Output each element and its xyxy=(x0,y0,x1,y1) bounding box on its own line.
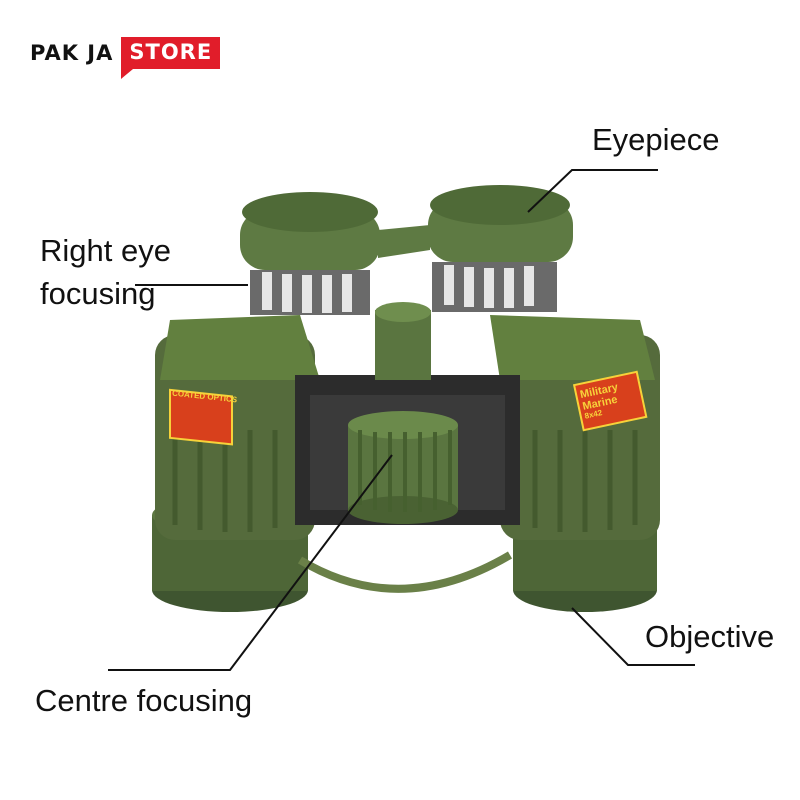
eyepiece-callout-line xyxy=(527,169,658,213)
label-objective: Objective xyxy=(645,619,775,654)
hinge xyxy=(375,302,431,380)
label-centre-focusing: Centre focusing xyxy=(35,683,253,718)
right-badge xyxy=(572,370,648,432)
callout-lines xyxy=(108,169,695,671)
eyepieces xyxy=(240,185,573,315)
centre-focus-callout-line xyxy=(108,454,393,671)
store-logo: PAK JA STORE xyxy=(30,33,221,79)
centre-focus-wheel xyxy=(348,411,458,524)
label-eyepiece: Eyepiece xyxy=(592,122,720,157)
label-right-eye-line1: Right eye xyxy=(40,233,171,268)
objective-callout-line xyxy=(571,607,695,666)
logo-text-right: STORE xyxy=(121,37,221,79)
left-badge xyxy=(169,388,233,446)
label-right-eye-line2: focusing xyxy=(40,276,156,311)
logo-text-left: PAK JA xyxy=(30,41,114,65)
binocular-body xyxy=(155,315,660,540)
strap-loop xyxy=(297,551,513,593)
